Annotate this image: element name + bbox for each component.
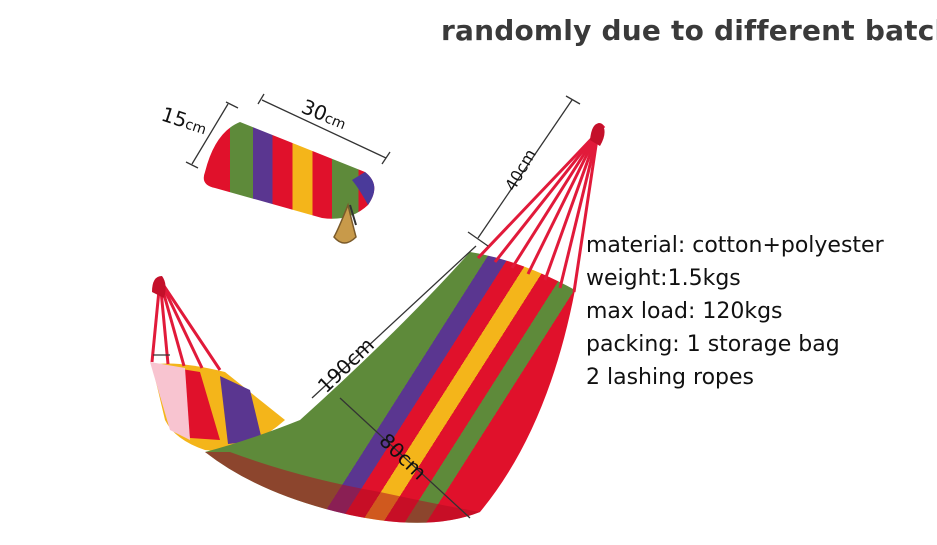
spec-ropes: 2 lashing ropes bbox=[586, 365, 754, 390]
spec-material: material: cotton+polyester bbox=[586, 233, 884, 258]
headline: randomly due to different batch bbox=[441, 14, 937, 47]
bag-height-label: 15cm bbox=[158, 102, 210, 139]
spec-packing: packing: 1 storage bag bbox=[586, 332, 840, 357]
hammock-dimension-lines bbox=[153, 95, 581, 519]
spec-list: material: cotton+polyester weight:1.5kgs… bbox=[586, 229, 884, 394]
hammock-body bbox=[150, 252, 575, 523]
rope-length-label: 40cm bbox=[501, 146, 540, 194]
rope-loop-right bbox=[590, 123, 605, 146]
storage-bag bbox=[203, 122, 375, 244]
bag-length-label: 30cm bbox=[298, 94, 350, 134]
spec-weight: weight:1.5kgs bbox=[586, 266, 741, 291]
spec-max-load: max load: 120kgs bbox=[586, 299, 783, 324]
rope-loop-left bbox=[152, 276, 166, 298]
bag-dimension-lines bbox=[185, 93, 391, 169]
